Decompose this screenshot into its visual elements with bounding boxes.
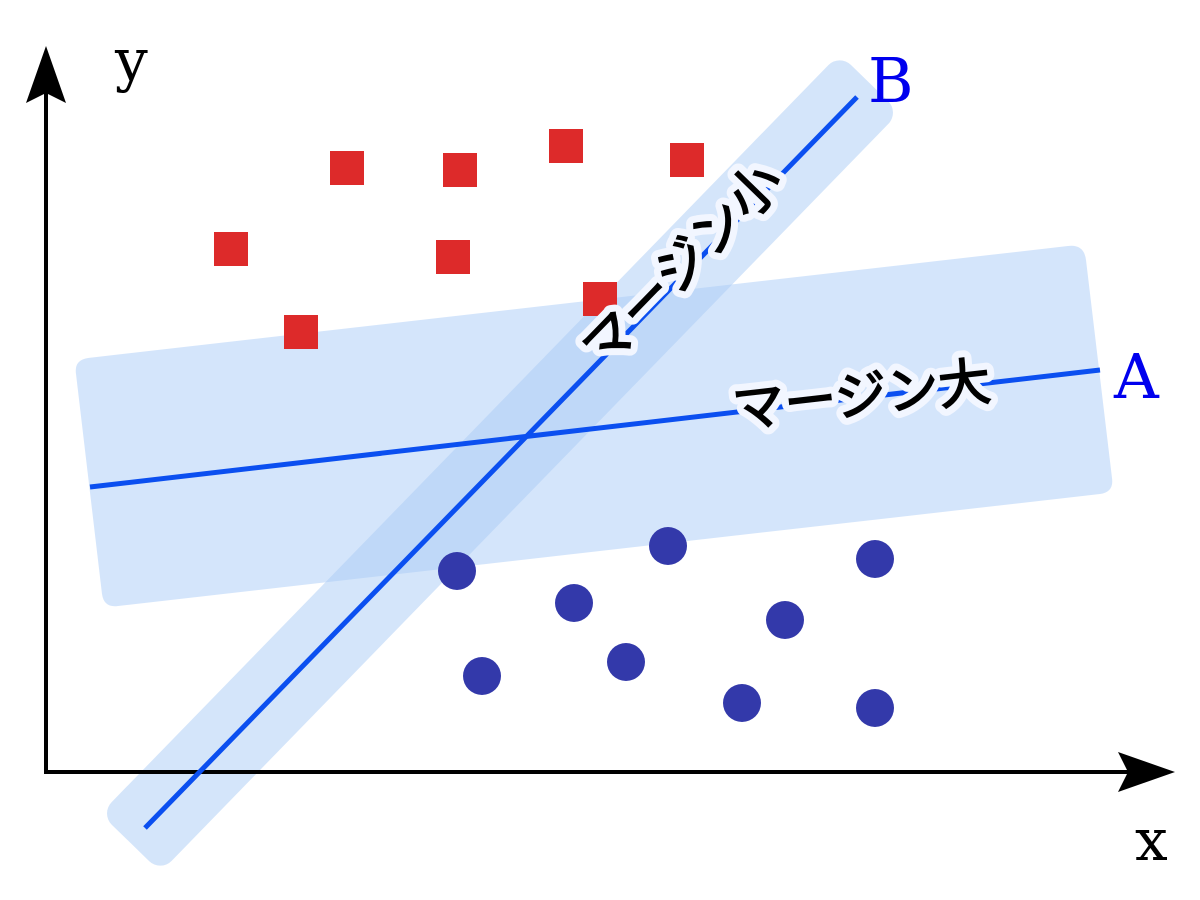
circle-point: [463, 657, 501, 695]
circle-point: [607, 643, 645, 681]
separator-line-a: [89, 367, 1101, 490]
class-squares: [214, 129, 704, 349]
square-point: [670, 143, 704, 177]
class-circles: [438, 527, 894, 727]
y-axis-label: y: [114, 26, 148, 94]
circle-point: [438, 552, 476, 590]
square-point: [284, 315, 318, 349]
circle-point: [766, 601, 804, 639]
x-axis-arrow-icon: [1118, 752, 1175, 792]
square-point: [549, 129, 583, 163]
separator-line-b: [143, 95, 859, 830]
line-a-label: A: [1113, 340, 1160, 413]
circle-point: [555, 584, 593, 622]
square-point: [583, 282, 617, 316]
circle-point: [856, 540, 894, 578]
square-point: [330, 151, 364, 185]
square-point: [214, 232, 248, 266]
x-axis-label: x: [1135, 806, 1168, 874]
square-point: [436, 240, 470, 274]
line-b-label: B: [868, 44, 914, 117]
circle-point: [649, 527, 687, 565]
circle-point: [856, 689, 894, 727]
square-point: [443, 153, 477, 187]
y-axis-arrow-icon: [26, 46, 66, 103]
circle-point: [723, 684, 761, 722]
